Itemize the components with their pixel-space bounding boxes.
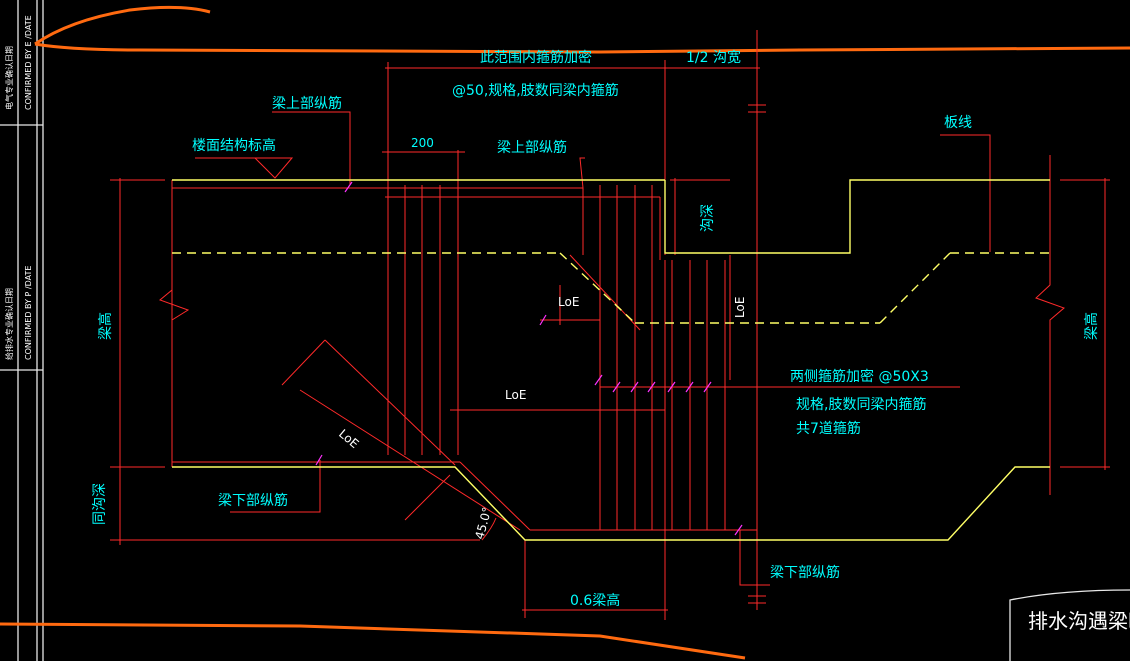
electrical-confirm-note: 电气专业确认日期 [4,46,14,110]
both-sides-label-2: 规格,肢数同梁内箍筋 [796,396,926,413]
beam-height-left-label: 梁高 [97,312,114,340]
annotations: 此范围内箍筋加密 1/2 沟宽 @50,规格,肢数同梁内箍筋 梁上部纵筋 梁上部… [92,49,1130,633]
confirmed-by-e-text: CONFIRMED BY E /DATE [24,15,33,110]
bottom-bar-label-2: 梁下部纵筋 [770,564,840,581]
range-note-label: 此范围内箍筋加密 [480,49,592,66]
half-width-label: 1/2 沟宽 [686,49,741,66]
loe-label-4: LoE [733,297,747,318]
beam-height-right-label: 梁高 [1083,312,1100,340]
loe-label-1: LoE [558,295,579,309]
dimension-lines [110,30,1110,620]
bottom-bar-label-1: 梁下部纵筋 [218,492,288,509]
dim-200-label: 200 [411,136,434,150]
both-sides-label-3: 共7道箍筋 [796,420,861,437]
loe-label-3: LoE [336,427,361,451]
plumbing-confirm-note: 给排水专业确认日期 [4,288,14,360]
floor-level-label: 楼面结构标高 [192,137,276,154]
trench-depth-label: 沟深 [700,204,716,232]
same-trench-depth-label: 同沟深 [92,483,108,525]
slab-line-label: 板线 [944,115,972,131]
confirmed-by-p-text: CONFIRMED BY P /DATE [24,266,33,360]
angle-label: 45.0° [472,506,494,541]
top-bar-label-2: 梁上部纵筋 [497,139,567,156]
top-bar-label-1: 梁上部纵筋 [272,95,342,112]
sheet-border [0,5,1130,661]
drawing-title: 排水沟遇梁时打 [1028,609,1130,633]
stirrup-ticks [315,181,743,536]
dim-06-label: 0.6梁高 [570,592,620,609]
title-block-strip: CONFIRMED BY E /DATE CONFIRMED BY P /DAT… [0,0,44,661]
beam-outline [172,179,1050,541]
spacing-note-label: @50,规格,肢数同梁内箍筋 [452,82,619,99]
both-sides-label-1: 两侧箍筋加密 @50X3 [790,368,929,385]
loe-label-2: LoE [505,388,526,402]
